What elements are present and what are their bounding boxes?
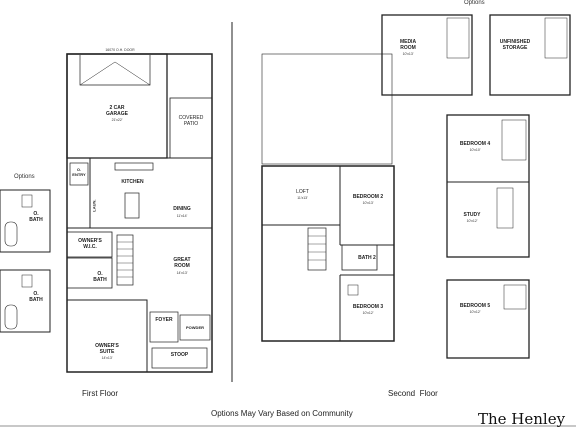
garage-dims: 21'x22': [111, 118, 123, 122]
options-header-left: Options: [14, 174, 35, 180]
foyer-label: FOYER: [155, 317, 173, 323]
great-room-label: GREAT ROOM: [173, 257, 191, 269]
bath2-label: BATH 2: [358, 255, 376, 261]
patio-label: COVERED PATIO: [178, 115, 204, 127]
option-bath-b: [0, 269, 51, 333]
loft-dims: 11'x13': [297, 196, 308, 200]
option-bath-a-label: O. BATH: [29, 211, 43, 223]
bedroom3-dims: 10'x12': [362, 311, 374, 315]
great-room-dims: 14'x13': [176, 271, 188, 275]
option-bath-b-label: O. BATH: [29, 291, 43, 303]
stoop-label: STOOP: [170, 352, 189, 358]
media-room-label: MEDIA ROOM: [399, 39, 417, 51]
options-note: Options May Vary Based on Community: [211, 409, 353, 418]
option-media-room: [381, 14, 473, 96]
loft-label: LOFT: [296, 189, 309, 195]
patio-area: [169, 97, 213, 159]
bedroom5-dims: 10'x12': [469, 310, 481, 314]
owners-wic-label: OWNER'S W.I.C.: [78, 238, 102, 250]
kitchen-label: KITCHEN: [121, 179, 144, 185]
option-bedroom4-study: [446, 114, 530, 258]
garage-door-label: 16070 O.H. DOOR: [105, 48, 135, 52]
options-header-top: Options: [464, 0, 485, 6]
bedroom2-dims: 10'x13': [362, 201, 374, 205]
owners-bath-room: [66, 257, 113, 289]
study-dims: 10'x12': [466, 219, 478, 223]
option-bedroom5: [446, 279, 530, 359]
second-floor-attic-outline: [261, 53, 393, 165]
laundry-label: LAUN.: [91, 199, 97, 212]
garage-label: 2 CAR GARAGE: [106, 105, 128, 117]
bedroom3-label: BEDROOM 3: [352, 304, 384, 310]
bath2-room: [341, 244, 378, 271]
bedroom2-label: BEDROOM 2: [352, 194, 384, 200]
owners-bath-label: O. BATH: [93, 271, 107, 283]
bedroom5-label: BEDROOM 5: [459, 303, 491, 309]
second-floor-caption: Second Floor: [388, 389, 438, 398]
study-label: STUDY: [463, 212, 481, 218]
option-bath-a: [0, 189, 51, 253]
dining-label: DINING: [173, 206, 191, 212]
owners-suite-label: OWNER'S SUITE: [95, 343, 119, 355]
dining-dims: 11'x14': [176, 214, 188, 218]
media-room-dims: 10'x13': [402, 52, 414, 56]
unfinished-storage-label: UNFINISHED STORAGE: [499, 39, 531, 51]
stoop-area: [151, 347, 208, 369]
first-floor-caption: First Floor: [82, 389, 118, 398]
bedroom4-label: BEDROOM 4: [459, 141, 491, 147]
second-floor-outline: [261, 165, 395, 342]
owners-suite-dims: 14'x13': [101, 356, 113, 360]
owners-wic-room: [66, 231, 113, 258]
powder-label: POWDER: [186, 325, 204, 330]
bedroom4-dims: 10'x10': [469, 148, 481, 152]
owners-suite-room: [66, 299, 148, 373]
option-unfinished-storage: [489, 14, 571, 96]
plan-name-title: The Henley: [478, 410, 566, 428]
entry-label: O. ENTRY: [72, 167, 86, 177]
